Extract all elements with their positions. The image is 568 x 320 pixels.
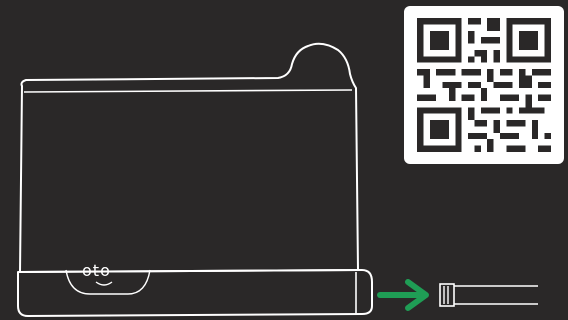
qr-code-card[interactable] — [404, 6, 564, 164]
logo-smile — [96, 282, 112, 285]
device-logo: oto — [82, 262, 111, 280]
device-top-edge — [24, 90, 352, 92]
device-base — [18, 270, 372, 316]
usb-cable-icon — [440, 284, 538, 306]
arrow-right-icon — [380, 282, 426, 308]
device-body — [20, 44, 358, 272]
qr-code-icon — [416, 18, 552, 152]
